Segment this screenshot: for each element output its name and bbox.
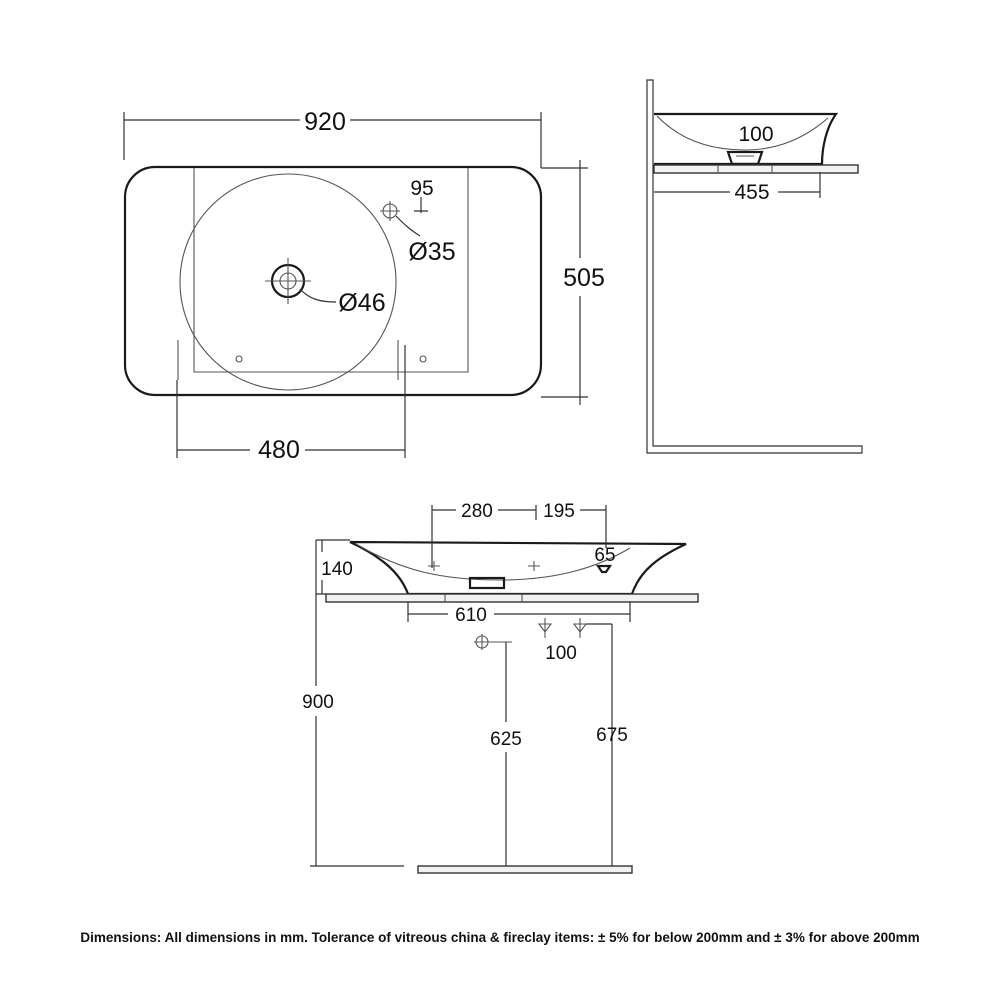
bowl-circle <box>179 173 397 391</box>
top-dims-line <box>431 505 607 568</box>
tap-offset-dim-line <box>414 197 428 213</box>
front-100-label: 100 <box>545 643 577 664</box>
depth-505-label: 505 <box>563 264 605 292</box>
tap-diameter-leader <box>395 215 421 237</box>
basin-front-profile <box>349 540 687 596</box>
front-675-label: 675 <box>596 725 628 746</box>
tap-offset-95-label: 95 <box>410 177 433 200</box>
front-900-label: 900 <box>302 692 334 713</box>
waste-diameter-leader <box>299 288 337 303</box>
fixing-hole-right <box>419 355 427 363</box>
width-dim-line <box>123 112 542 168</box>
side-bracket-plate <box>653 164 859 174</box>
front-bracket-plate <box>325 593 699 603</box>
front-bracket-gaps <box>444 594 523 602</box>
front-view: 280 195 65 140 610 100 625 675 900 <box>302 501 699 874</box>
front-fitting-left <box>428 561 440 571</box>
bowl-front-curve <box>355 543 631 581</box>
bracket-480-label: 480 <box>258 436 300 464</box>
front-140-label: 140 <box>321 559 353 580</box>
front-fitting-mid <box>528 561 540 571</box>
front-195-label: 195 <box>543 501 575 522</box>
front-625-label: 625 <box>490 729 522 750</box>
basin-side-profile <box>654 112 839 166</box>
tap-diameter-label: Ø35 <box>408 238 455 266</box>
basin-outline <box>123 165 543 397</box>
front-65-label: 65 <box>594 545 615 566</box>
waste-diameter-label: Ø46 <box>338 289 385 317</box>
front-waste <box>468 576 506 590</box>
front-280-label: 280 <box>461 501 493 522</box>
width-920-label: 920 <box>304 108 346 136</box>
supply-right-marker <box>572 618 588 638</box>
tap-hole-centerline <box>380 201 400 221</box>
supply-dim-line <box>586 623 613 870</box>
projection-dim-line <box>654 172 821 198</box>
side-bracket-gap <box>717 165 773 173</box>
front-610-label: 610 <box>455 605 487 626</box>
top-view: 920 505 95 Ø35 Ø46 480 <box>123 108 605 464</box>
supply-left-marker <box>537 618 553 638</box>
dimensions-footnote: Dimensions: All dimensions in mm. Tolera… <box>80 930 920 945</box>
bowl-rim <box>193 168 469 373</box>
bracket-610-dim-line <box>407 602 631 622</box>
front-floor-plate <box>417 865 633 874</box>
depth-dim-line <box>541 160 588 405</box>
side-view: 100 455 <box>646 79 863 454</box>
height-900-dim-line <box>310 540 404 867</box>
bracket-dim-line <box>176 345 406 458</box>
side-projection-label: 455 <box>734 181 769 204</box>
waste-centerline <box>265 258 311 304</box>
height-140-dim-line <box>316 539 350 595</box>
side-waste <box>726 150 764 166</box>
fixing-hole-left <box>235 355 243 363</box>
wall-line <box>646 79 863 454</box>
side-bowl-depth-label: 100 <box>738 123 773 146</box>
front-tap-marker <box>595 564 613 574</box>
bowl-side-curve <box>656 115 829 151</box>
